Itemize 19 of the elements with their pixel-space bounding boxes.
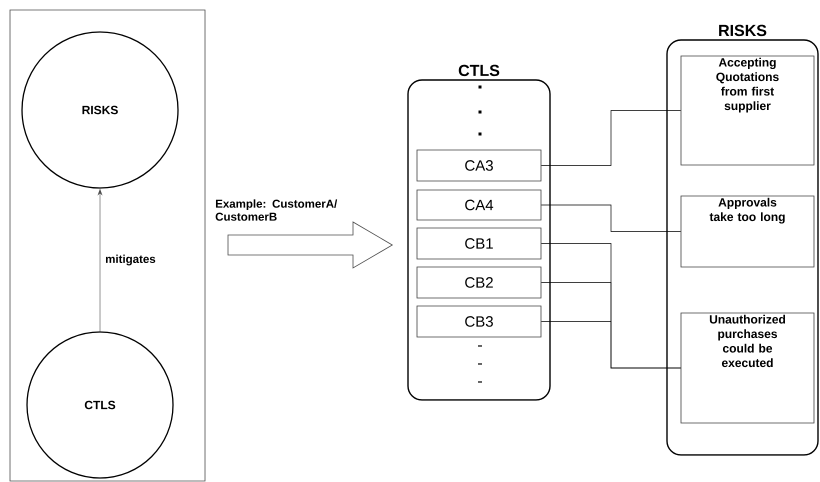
control-box: CB3 [416,306,542,338]
control-box: CB2 [416,266,542,298]
edge-label: Example: CustomerA/ CustomerB [216,199,338,221]
risk-box: Accepting Quotations from first supplier [680,56,814,166]
edge-label: mitigates [106,254,156,266]
connector-line [541,321,681,368]
block-arrow [228,221,394,269]
node-label: RISKS [719,24,766,36]
connector-line [541,204,681,232]
panel-frame [10,10,206,482]
risk-box: Unauthorized purchases could be executed [680,312,814,424]
circle-node: RISKS [21,31,179,189]
control-box: CB1 [416,228,542,260]
connector-line [541,110,681,166]
node-label: CTLS [458,64,500,76]
risk-box: Approvals take too long [680,196,814,268]
circle-node: CTLS [26,331,174,479]
control-box: CA4 [416,190,542,220]
control-box: CA3 [416,150,542,182]
